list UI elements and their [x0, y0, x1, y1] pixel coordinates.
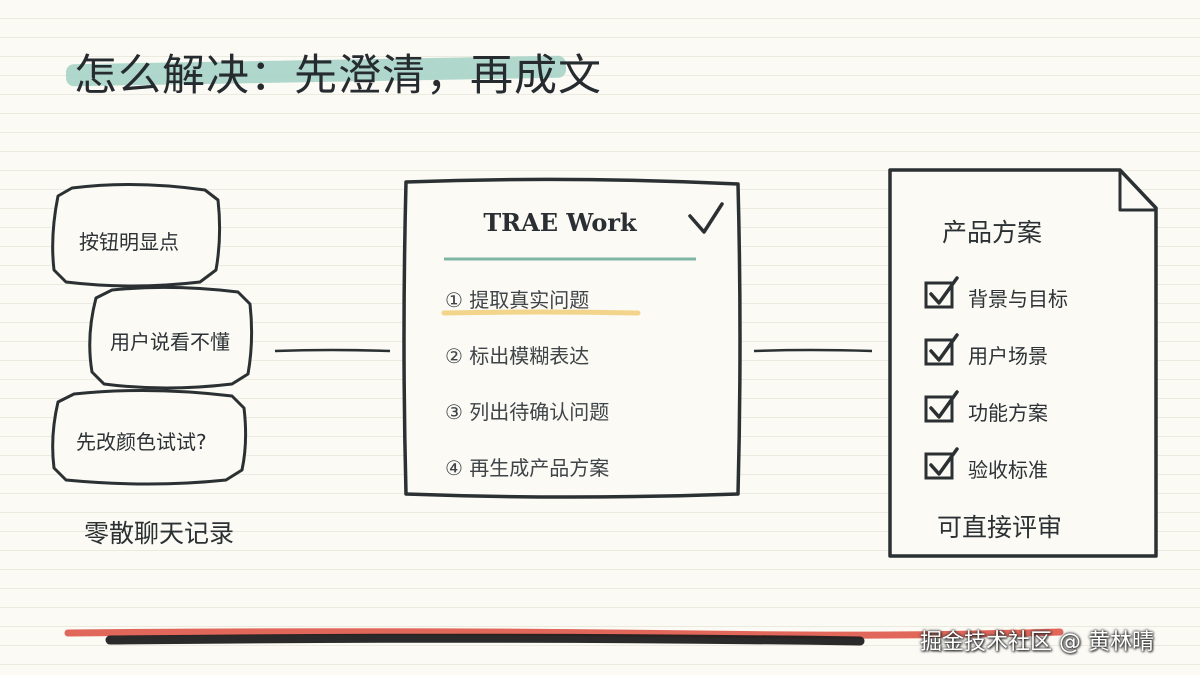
doc-title: 产品方案: [942, 218, 1043, 247]
connector-right: [753, 348, 873, 353]
step-item: ② 标出模糊表达: [445, 344, 590, 368]
checkbox-checked-icon: [924, 276, 959, 309]
chat-bubble-text: 先改颜色试试?: [76, 430, 207, 454]
work-card-title: TRAE Work: [483, 208, 637, 237]
step-highlight: [441, 309, 641, 316]
bottom-stroke-red: [64, 628, 1064, 639]
chat-bubble-text: 按钮明显点: [79, 230, 179, 254]
chat-bubble-1: [51, 182, 222, 288]
step-item: ③ 列出待确认问题: [445, 400, 610, 424]
checkbox-checked-icon: [924, 447, 959, 480]
doc-footer: 可直接评审: [937, 513, 1063, 542]
checkbox-checked-icon: [924, 390, 959, 423]
chat-bubble-3: [51, 388, 248, 486]
doc-item: 功能方案: [968, 401, 1048, 425]
doc-item: 背景与目标: [968, 287, 1068, 311]
watermark: 掘金技术社区 @ 黄林晴: [920, 630, 1154, 655]
doc-item: 验收标准: [968, 458, 1048, 482]
page-title: 怎么解决：先澄清，再成文: [74, 51, 602, 101]
checkbox-checked-icon: [924, 333, 959, 366]
document-folded-corner-icon: [1118, 170, 1156, 212]
chat-caption: 零散聊天记录: [84, 519, 235, 548]
chat-bubble-2: [88, 285, 254, 390]
step-item: ④ 再生成产品方案: [445, 456, 610, 480]
bottom-stroke-black: [105, 633, 865, 646]
document-frame: [888, 168, 1158, 558]
connector-left: [274, 348, 391, 353]
checkmark-icon: [688, 202, 724, 234]
doc-item: 用户场景: [968, 344, 1048, 368]
step-item: ① 提取真实问题: [445, 288, 590, 312]
chat-bubble-text: 用户说看不懂: [110, 330, 230, 354]
